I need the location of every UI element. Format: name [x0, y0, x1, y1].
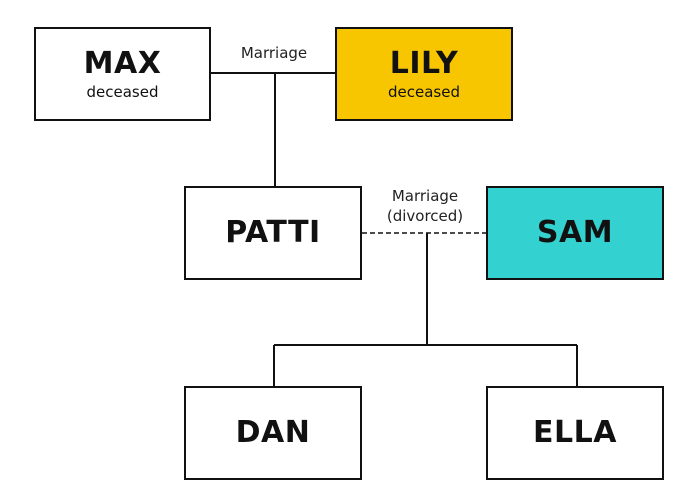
person-name-patti: PATTI [225, 215, 321, 250]
marriage-label-patti-sam: Marriage (divorced) [370, 186, 480, 226]
person-box-ella: ELLA [486, 386, 664, 480]
person-box-patti: PATTI [184, 186, 362, 280]
person-box-sam: SAM [486, 186, 664, 280]
marriage-label-line1: Marriage [391, 187, 459, 205]
person-name-dan: DAN [235, 415, 311, 450]
person-name-sam: SAM [536, 215, 614, 250]
marriage-label-max-lily: Marriage [222, 43, 326, 63]
person-status-max: deceased [86, 83, 159, 101]
marriage-label-line2: (divorced) [386, 207, 464, 225]
person-box-dan: DAN [184, 386, 362, 480]
person-status-lily: deceased [388, 83, 460, 101]
person-name-max: MAX [83, 46, 162, 81]
person-name-ella: ELLA [533, 415, 617, 450]
person-box-lily: LILY deceased [335, 27, 513, 121]
person-name-lily: LILY [389, 46, 459, 81]
marriage-label-text: Marriage [240, 44, 308, 62]
person-box-max: MAX deceased [34, 27, 211, 121]
